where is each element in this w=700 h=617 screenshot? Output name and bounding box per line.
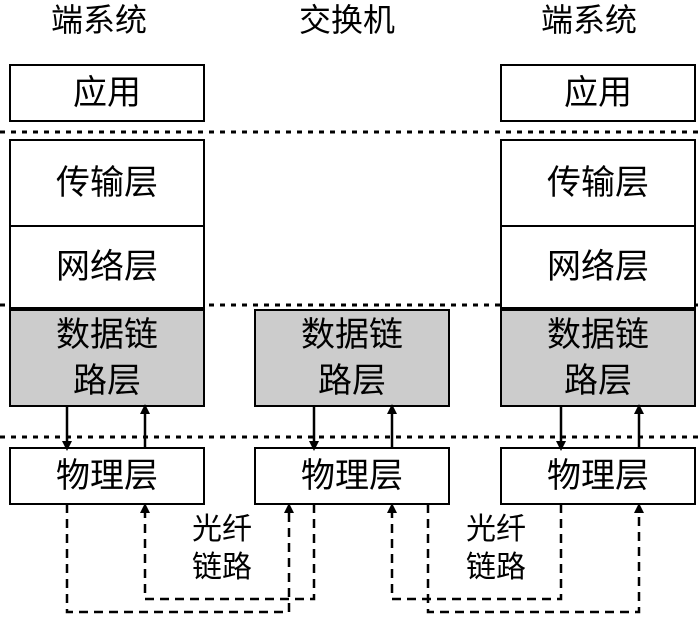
right-network-box — [500, 225, 696, 309]
right-physical-label: 物理层 — [547, 456, 649, 496]
fiber-right-outer-path — [426, 503, 644, 614]
switch-datalink-box — [254, 309, 450, 407]
right-datalink-label: 数据链 路层 — [547, 315, 649, 401]
switch-datalink-label: 数据链 路层 — [301, 315, 403, 401]
right-physical-box — [500, 447, 696, 505]
switch-heading: 交换机 — [299, 1, 396, 39]
left-end-system-heading: 端系统 — [51, 1, 148, 39]
left-application-box — [9, 64, 205, 122]
left-transport-box — [9, 139, 205, 227]
left-network-box — [9, 225, 205, 309]
fiber-left-inner-path — [140, 503, 316, 601]
right-application-box — [500, 64, 696, 122]
left-transport-label: 传输层 — [56, 163, 158, 203]
switch-physical-box — [254, 447, 450, 505]
right-datalink-box — [500, 309, 696, 407]
right-end-system-heading: 端系统 — [541, 1, 638, 39]
right-network-label: 网络层 — [547, 247, 649, 287]
right-transport-box — [500, 139, 696, 227]
left-application-label: 应用 — [73, 73, 141, 113]
fiber-link-right-label: 光纤 链路 — [450, 511, 542, 587]
fiber-left-outer-path — [65, 503, 294, 614]
left-datalink-label: 数据链 路层 — [56, 315, 158, 401]
left-datalink-box — [9, 309, 205, 407]
fiber-link-left-label: 光纤 链路 — [176, 511, 268, 587]
right-transport-label: 传输层 — [547, 163, 649, 203]
left-physical-box — [9, 447, 205, 505]
left-network-label: 网络层 — [56, 247, 158, 287]
fiber-right-inner-path — [387, 503, 563, 601]
right-application-label: 应用 — [564, 73, 632, 113]
left-physical-label: 物理层 — [56, 456, 158, 496]
switch-physical-label: 物理层 — [301, 456, 403, 496]
